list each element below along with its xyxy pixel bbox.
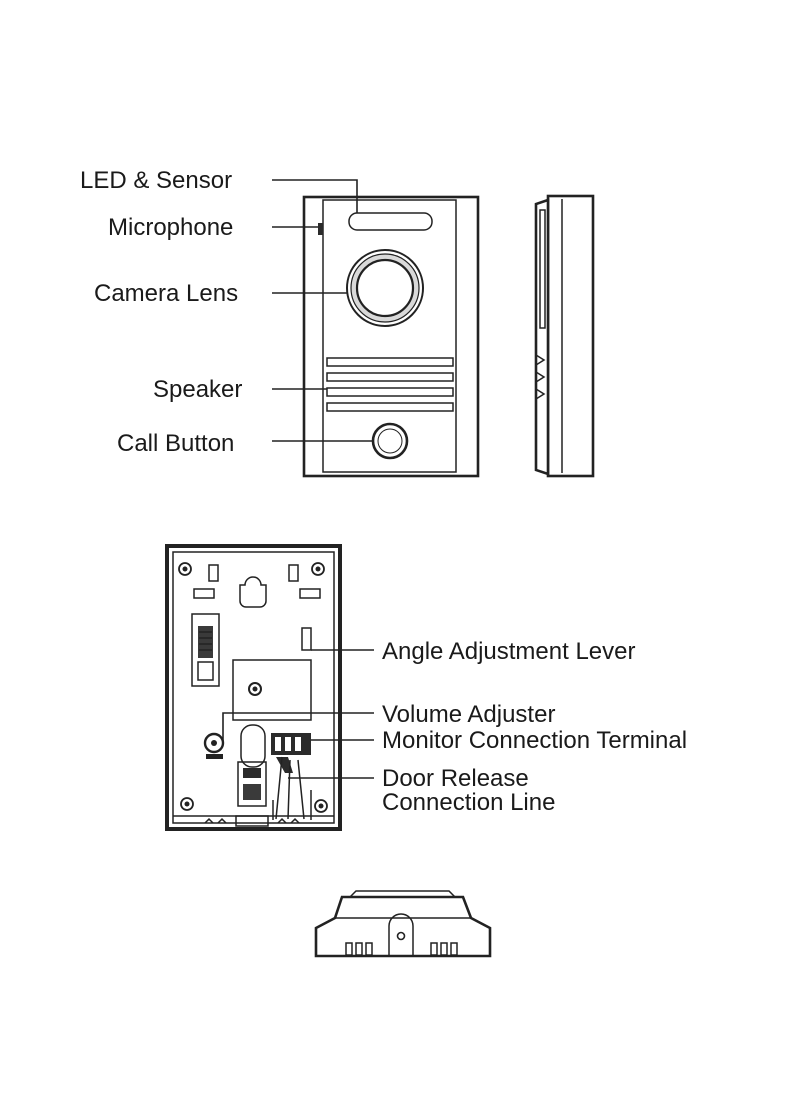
door-release-connector xyxy=(237,756,312,820)
bottom-view xyxy=(314,890,492,958)
volume-adjuster-knob xyxy=(203,732,225,759)
label-connection-line: Connection Line xyxy=(382,789,555,816)
camera-lens-outer xyxy=(346,249,424,327)
mounting-screws xyxy=(178,562,328,813)
label-volume-adjuster: Volume Adjuster xyxy=(382,701,555,728)
label-angle-lever: Angle Adjustment Lever xyxy=(382,638,636,665)
led-sensor-window xyxy=(348,212,433,231)
label-speaker: Speaker xyxy=(153,376,242,403)
label-camera-lens: Camera Lens xyxy=(94,280,238,307)
front-panel xyxy=(322,199,457,473)
side-bevel xyxy=(534,198,550,476)
microphone-hole xyxy=(318,223,323,235)
speaker-grille xyxy=(326,357,454,412)
bottom-vents xyxy=(345,942,458,956)
label-led-sensor: LED & Sensor xyxy=(80,167,232,194)
leader-lines xyxy=(222,179,374,779)
back-view xyxy=(165,544,342,831)
side-notches xyxy=(535,354,546,400)
camera-lens-inner xyxy=(355,258,415,318)
back-labels: Angle Adjustment Lever Volume Adjuster M… xyxy=(382,638,687,816)
front-labels: LED & Sensor Microphone Camera Lens Spea… xyxy=(80,167,242,457)
label-microphone: Microphone xyxy=(108,214,233,241)
monitor-terminal-block xyxy=(271,733,311,755)
bottom-body xyxy=(314,895,492,958)
bottom-top-rim xyxy=(349,890,456,898)
side-body xyxy=(546,194,595,478)
label-call-button: Call Button xyxy=(117,430,234,457)
angle-adjustment-lever xyxy=(191,613,220,687)
front-view xyxy=(302,195,480,478)
keyhole-mount xyxy=(239,576,267,608)
side-view xyxy=(534,194,595,478)
label-door-release: Door Release xyxy=(382,765,529,792)
label-monitor-terminal: Monitor Connection Terminal xyxy=(382,727,687,754)
